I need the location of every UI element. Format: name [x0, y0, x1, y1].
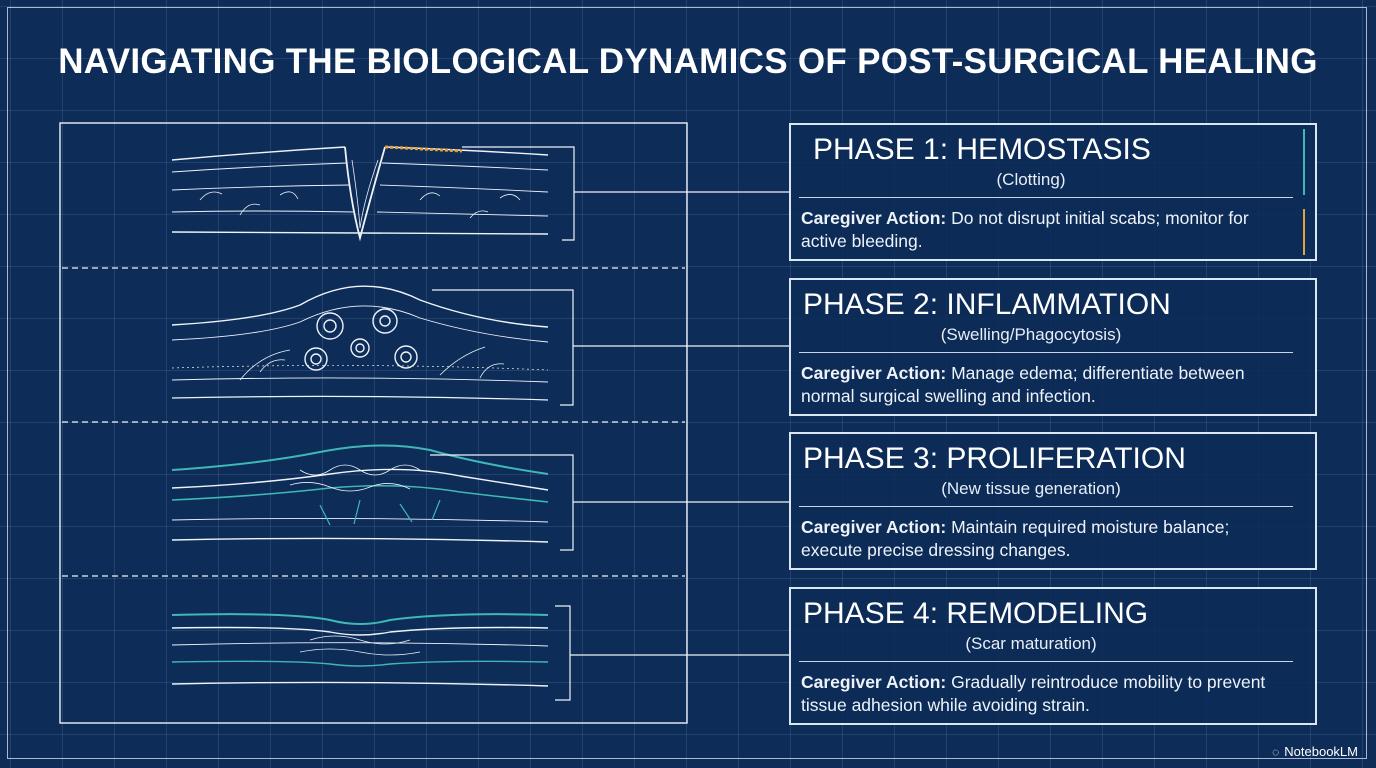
phase-title: PHASE 3: PROLIFERATION — [803, 442, 1186, 475]
phase-divider — [799, 352, 1293, 353]
phase-card-2: PHASE 2: INFLAMMATION (Swelling/Phagocyt… — [789, 278, 1317, 416]
phase-title: PHASE 1: HEMOSTASIS — [813, 133, 1151, 166]
phase-subtitle: (New tissue generation) — [941, 479, 1121, 498]
brand-watermark: ◌ NotebookLM — [1272, 744, 1358, 759]
brand-label: NotebookLM — [1284, 744, 1358, 759]
phase-card-4: PHASE 4: REMODELING (Scar maturation) Ca… — [789, 587, 1317, 725]
phase-action: Caregiver Action: Maintain required mois… — [801, 516, 1291, 562]
tissue-panel-border — [59, 122, 688, 724]
phase-action: Caregiver Action: Manage edema; differen… — [801, 362, 1291, 408]
action-text: Gradually reintroduce mobility to preven… — [801, 672, 1266, 715]
action-label: Caregiver Action: — [801, 208, 947, 228]
page-title: NAVIGATING THE BIOLOGICAL DYNAMICS OF PO… — [58, 42, 1318, 81]
action-label: Caregiver Action: — [801, 363, 947, 383]
phase-divider — [799, 661, 1293, 662]
phase-subtitle: (Clotting) — [996, 170, 1066, 189]
connectors — [570, 191, 789, 656]
accent-bar — [1303, 129, 1305, 195]
phase-title: PHASE 2: INFLAMMATION — [803, 288, 1171, 321]
phase-subtitle: (Swelling/Phagocytosis) — [940, 325, 1122, 344]
tissue-illustration-remodeling — [171, 605, 571, 701]
notebooklm-logo-icon: ◌ — [1272, 744, 1280, 759]
action-text: Maintain required moisture balance; exec… — [801, 517, 1230, 560]
phase-title: PHASE 4: REMODELING — [803, 597, 1149, 630]
tissue-illustration-proliferation — [171, 444, 574, 551]
phase-subtitle: (Scar maturation) — [965, 634, 1097, 653]
phase-action: Caregiver Action: Do not disrupt initial… — [801, 207, 1291, 253]
action-label: Caregiver Action: — [801, 672, 947, 692]
tissue-panel — [59, 122, 688, 724]
phase-divider — [799, 197, 1293, 198]
accent-bar-gold — [1303, 209, 1305, 255]
outer-frame — [7, 7, 1367, 759]
phase-divider — [799, 506, 1293, 507]
action-text: Do not disrupt initial scabs; monitor fo… — [801, 208, 1249, 251]
action-label: Caregiver Action: — [801, 517, 947, 537]
tissue-illustration-hemostasis — [171, 145, 575, 242]
phase-action: Caregiver Action: Gradually reintroduce … — [801, 671, 1291, 717]
tissue-illustration-inflammation — [171, 285, 574, 406]
phase-card-3: PHASE 3: PROLIFERATION (New tissue gener… — [789, 432, 1317, 570]
phase-card-1: PHASE 1: HEMOSTASIS (Clotting) Caregiver… — [789, 123, 1317, 261]
action-text: Manage edema; differentiate between norm… — [801, 363, 1245, 406]
